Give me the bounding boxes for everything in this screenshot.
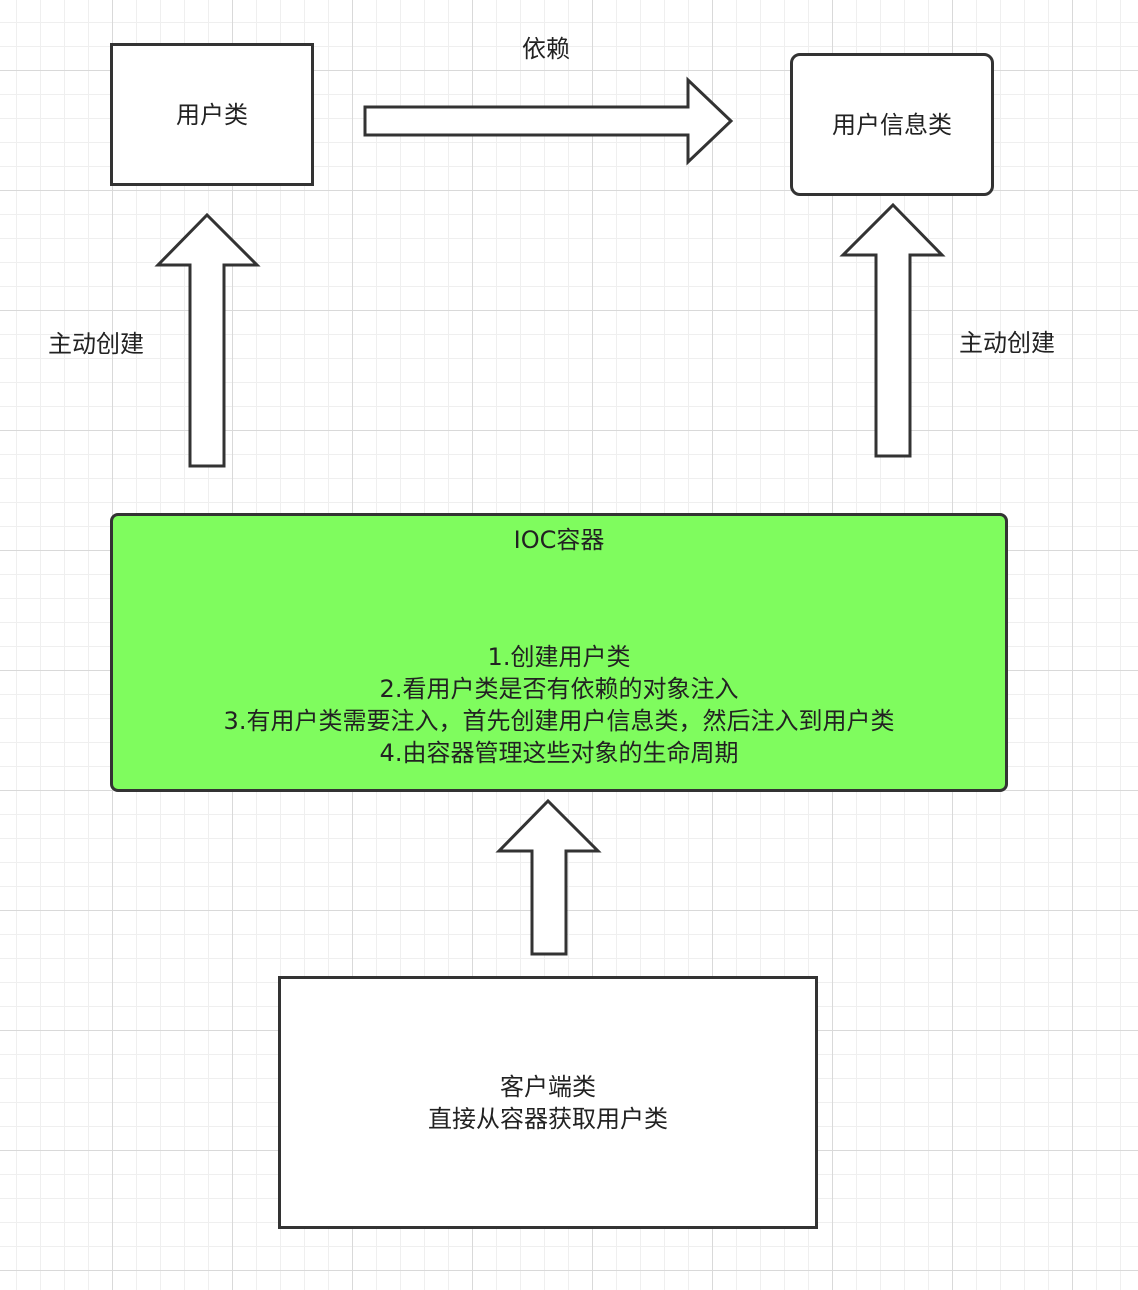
ioc-step: 1.创建用户类	[487, 643, 631, 671]
client-request-arrow	[495, 798, 602, 956]
user-class-node: 用户类	[110, 43, 314, 186]
user-info-class-node: 用户信息类	[790, 53, 994, 196]
dependency-label: 依赖	[522, 35, 570, 63]
create-right-label: 主动创建	[959, 329, 1055, 357]
client-class-title: 客户端类	[500, 1072, 596, 1101]
dependency-arrow	[363, 76, 734, 166]
client-class-subtitle: 直接从容器获取用户类	[428, 1104, 668, 1133]
create-left-label: 主动创建	[48, 330, 144, 358]
ioc-step: 2.看用户类是否有依赖的对象注入	[379, 675, 739, 703]
client-class-node: 客户端类 直接从容器获取用户类	[278, 976, 818, 1229]
create-user-arrow	[154, 212, 261, 468]
ioc-container-title: IOC容器	[513, 526, 605, 554]
user-info-class-label: 用户信息类	[832, 110, 952, 139]
user-class-label: 用户类	[176, 100, 248, 129]
ioc-container-node: IOC容器 1.创建用户类 2.看用户类是否有依赖的对象注入 3.有用户类需要注…	[110, 513, 1008, 792]
ioc-step: 3.有用户类需要注入，首先创建用户信息类，然后注入到用户类	[223, 707, 895, 735]
ioc-steps-list: 1.创建用户类 2.看用户类是否有依赖的对象注入 3.有用户类需要注入，首先创建…	[113, 641, 1005, 769]
ioc-step: 4.由容器管理这些对象的生命周期	[379, 739, 739, 767]
create-info-arrow	[839, 202, 946, 458]
